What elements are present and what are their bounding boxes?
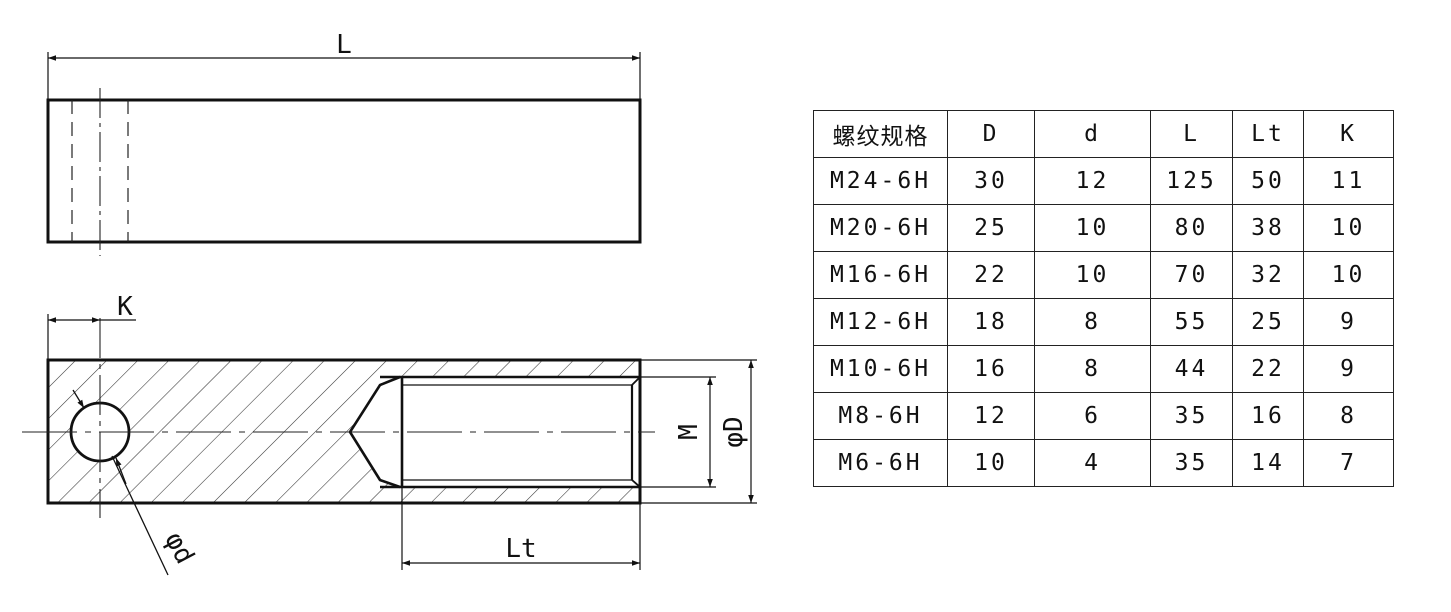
table-row: M8-6H 12 6 35 16 8 <box>813 392 1394 440</box>
chamfer-top <box>631 376 641 386</box>
header-d: d <box>1034 110 1151 158</box>
header-Lt: Lt <box>1232 110 1304 158</box>
cell-K: 9 <box>1303 298 1394 346</box>
table-row: M12-6H 18 8 55 25 9 <box>813 298 1394 346</box>
cell-L: 44 <box>1150 345 1233 393</box>
dimension-label-K: K <box>117 292 133 322</box>
cell-d: 10 <box>1034 251 1151 299</box>
cell-D: 25 <box>947 204 1035 252</box>
cell-Lt: 50 <box>1232 157 1304 205</box>
cell-d: 12 <box>1034 157 1151 205</box>
header-K: K <box>1303 110 1394 158</box>
section-view <box>22 318 655 518</box>
cell-d: 10 <box>1034 204 1151 252</box>
cell-L: 70 <box>1150 251 1233 299</box>
cell-K: 11 <box>1303 157 1394 205</box>
top-view <box>46 88 642 256</box>
cell-D: 18 <box>947 298 1035 346</box>
cell-thread-spec: M12-6H <box>813 298 948 346</box>
dimension-label-D: φD <box>719 416 749 447</box>
header-L: L <box>1150 110 1233 158</box>
dimension-label-Lt: Lt <box>505 534 536 564</box>
cell-Lt: 25 <box>1232 298 1304 346</box>
header-D: D <box>947 110 1035 158</box>
dimension-L: L <box>47 30 641 100</box>
cell-D: 12 <box>947 392 1035 440</box>
table-header-row: 螺纹规格 D d L Lt K <box>813 110 1394 158</box>
technical-drawing: L K φd M <box>22 30 757 576</box>
dimension-D: φD <box>640 359 757 504</box>
header-thread-spec: 螺纹规格 <box>813 110 948 158</box>
cell-d: 4 <box>1034 439 1151 487</box>
cell-thread-spec: M10-6H <box>813 345 948 393</box>
top-view-outline <box>46 98 642 244</box>
cell-K: 9 <box>1303 345 1394 393</box>
dimension-Lt: Lt <box>401 487 641 570</box>
cell-K: 10 <box>1303 204 1394 252</box>
cell-D: 30 <box>947 157 1035 205</box>
cell-L: 35 <box>1150 439 1233 487</box>
cell-K: 7 <box>1303 439 1394 487</box>
dimension-K: K <box>47 292 136 360</box>
cell-Lt: 14 <box>1232 439 1304 487</box>
cell-thread-spec: M6-6H <box>813 439 948 487</box>
cell-L: 35 <box>1150 392 1233 440</box>
cell-d: 8 <box>1034 298 1151 346</box>
cell-Lt: 32 <box>1232 251 1304 299</box>
cell-Lt: 22 <box>1232 345 1304 393</box>
table-row: M20-6H 25 10 80 38 10 <box>813 204 1394 252</box>
table-row: M24-6H 30 12 125 50 11 <box>813 157 1394 205</box>
chamfer-bottom <box>631 479 641 488</box>
cell-Lt: 38 <box>1232 204 1304 252</box>
dimension-label-d: φd <box>158 527 199 569</box>
cell-K: 10 <box>1303 251 1394 299</box>
cell-d: 8 <box>1034 345 1151 393</box>
cell-thread-spec: M24-6H <box>813 157 948 205</box>
cell-d: 6 <box>1034 392 1151 440</box>
table-row: M6-6H 10 4 35 14 7 <box>813 439 1394 487</box>
cell-L: 80 <box>1150 204 1233 252</box>
dimension-M: M <box>640 376 716 488</box>
cell-L: 55 <box>1150 298 1233 346</box>
cell-K: 8 <box>1303 392 1394 440</box>
cell-D: 10 <box>947 439 1035 487</box>
dimension-label-M: M <box>674 424 704 440</box>
cell-D: 16 <box>947 345 1035 393</box>
table-row: M16-6H 22 10 70 32 10 <box>813 251 1394 299</box>
specification-table: 螺纹规格 D d L Lt K M24-6H 30 12 125 50 11 M… <box>813 110 1394 487</box>
table-row: M10-6H 16 8 44 22 9 <box>813 345 1394 393</box>
cell-thread-spec: M8-6H <box>813 392 948 440</box>
cell-Lt: 16 <box>1232 392 1304 440</box>
dimension-label-L: L <box>336 30 352 60</box>
cell-thread-spec: M20-6H <box>813 204 948 252</box>
cell-D: 22 <box>947 251 1035 299</box>
cell-thread-spec: M16-6H <box>813 251 948 299</box>
cell-L: 125 <box>1150 157 1233 205</box>
